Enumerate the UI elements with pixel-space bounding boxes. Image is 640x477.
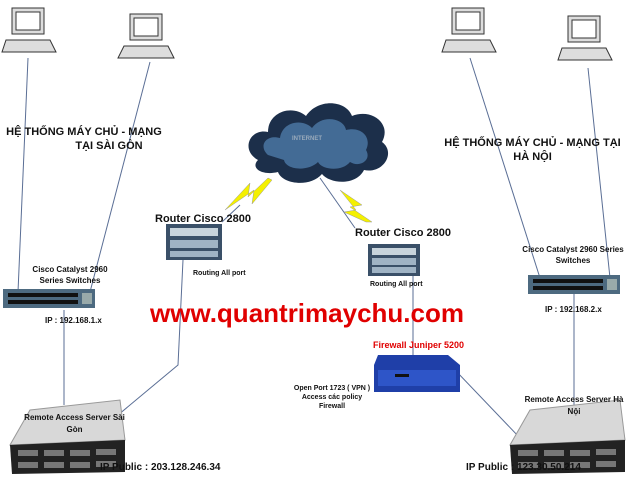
link-pc1-switch-sg [17,57,29,293]
switch-ip-hn: IP : 192.168.2.x [545,305,602,314]
label-line: Cisco Catalyst 2960 [32,265,108,274]
router-label-hn: Router Cisco 2800 [355,227,451,239]
title-line: HỆ THỐNG MÁY CHỦ - MẠNG TẠI [444,137,621,149]
cloud-label: INTERNET [292,136,322,142]
router-icon [166,224,222,260]
label-line: Remote Access Server Hà [524,395,624,404]
firewall-label: Firewall Juniper 5200 [373,340,465,350]
note-line: Firewall [318,403,346,410]
label-line: Nội [567,407,581,416]
title-line: HÀ NỘI [513,151,552,163]
firewall-icon [374,355,460,392]
link-pc2-switch-sg [89,61,151,293]
lightning-icon [224,177,273,211]
watermark-url: www.quantrimaychu.com [150,298,464,328]
router-note-sg: Routing All port [193,270,246,277]
title-line: TẠI SÀI GÒN [75,140,143,152]
title-line: HỆ THỐNG MÁY CHỦ - MẠNG [6,126,162,138]
internet-cloud-icon [248,103,389,183]
server-icon [9,399,126,474]
label-line: Switches [555,256,591,265]
switch-icon [528,275,620,294]
label-line: Remote Access Server Sài [24,413,125,422]
link-firewall-server-hn [454,369,521,439]
label-line: Series Switches [39,276,101,285]
label-line: Gòn [66,425,83,434]
router-note-hn: Routing All port [370,281,423,288]
router-icon [368,244,420,276]
server-icon [509,399,626,474]
public-ip-sg: IP Public : 203.128.246.34 [100,462,221,473]
label-line: Cisco Catalyst 2960 Series [522,245,624,254]
switch-ip-sg: IP : 192.168.1.x [45,316,102,325]
pc-icon [557,15,613,61]
saigon-title: HỆ THỐNG MÁY CHỦ - MẠNG TẠI SÀI GÒN [0,125,168,153]
public-ip-hn: IP Public : 123.30.50.214 [466,462,581,473]
link-pc4-switch-hn [587,67,611,279]
switch-icon [3,289,95,308]
pc-icon [117,13,175,59]
pc-icon [1,7,57,53]
hanoi-title: HỆ THỐNG MÁY CHỦ - MẠNG TẠI HÀ NỘI [435,136,630,164]
link-pc3-switch-hn [469,57,541,279]
router-label-sg: Router Cisco 2800 [155,213,251,225]
server-label-hn: Remote Access Server Hà Nội [508,394,640,418]
lightning-icon [339,189,373,223]
pc-icon [441,7,497,53]
note-line: Open Port 1723 ( VPN ) [293,385,371,392]
note-line: Access các policy [301,394,363,401]
link-router-server-sg [99,259,184,431]
